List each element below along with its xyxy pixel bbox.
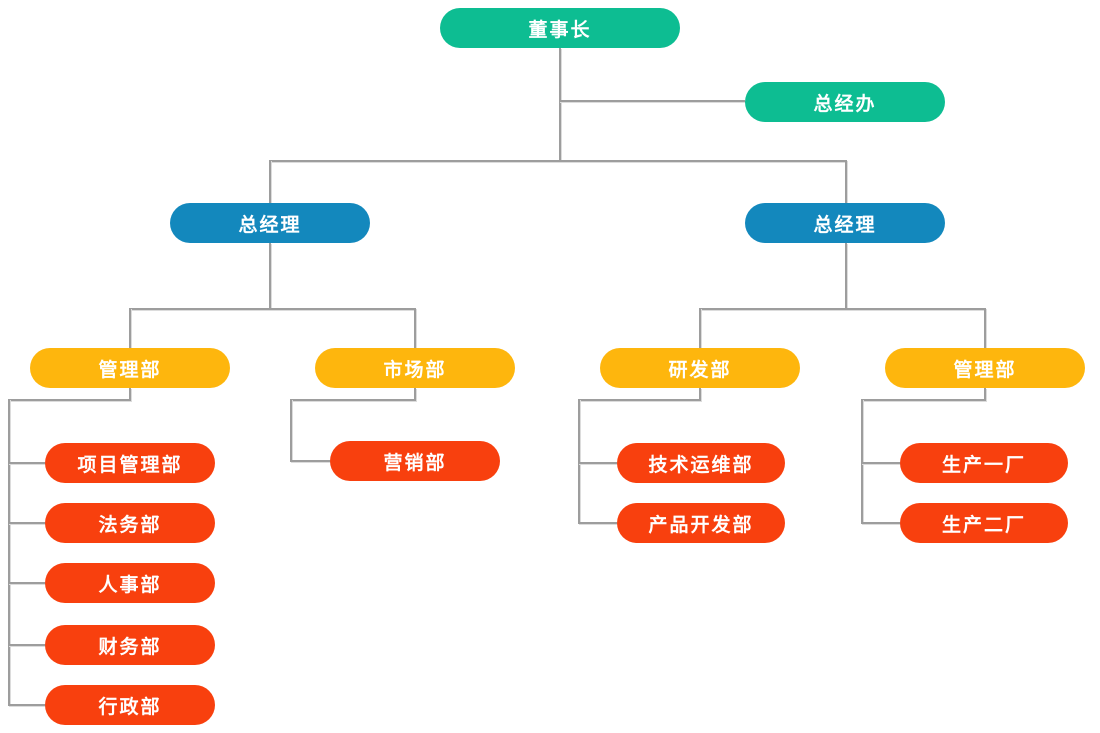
connector-mgmt-right-rail — [861, 399, 863, 523]
connector-rnd-elbow — [578, 399, 701, 401]
connector-gm-right-drop — [845, 160, 847, 203]
node-plant1: 生产一厂 — [900, 443, 1068, 483]
node-gm-office: 总经办 — [745, 82, 945, 122]
connector-chairman-trunk — [559, 48, 561, 160]
connector-market-stub — [414, 388, 416, 399]
connector-legal-stub — [8, 522, 45, 524]
connector-plant1-stub — [861, 462, 900, 464]
node-chairman: 董事长 — [440, 8, 680, 48]
connector-gm-left-drop — [269, 160, 271, 203]
connector-market-rail — [290, 399, 292, 460]
node-gm-right: 总经理 — [745, 203, 945, 243]
node-mgmt-left: 管理部 — [30, 348, 230, 388]
connector-rnd-drop — [699, 308, 701, 348]
node-admin: 行政部 — [45, 685, 215, 725]
connector-mgmt-left-stub — [129, 388, 131, 399]
node-gm-left: 总经理 — [170, 203, 370, 243]
connector-gm-left-trunk — [269, 243, 271, 308]
connector-mgmt-left-rail — [8, 399, 10, 705]
connector-tech-ops-stub — [578, 462, 617, 464]
connector-market-drop — [414, 308, 416, 348]
node-plant2: 生产二厂 — [900, 503, 1068, 543]
connector-left-tier — [129, 308, 416, 310]
connector-right-tier — [699, 308, 986, 310]
node-mgmt-right: 管理部 — [885, 348, 1085, 388]
connector-mgmt-left-drop — [129, 308, 131, 348]
connector-project-mgmt-stub — [8, 462, 45, 464]
connector-gm-office-branch — [559, 100, 745, 102]
connector-rnd-rail — [578, 399, 580, 523]
connector-mgmt-right-drop — [984, 308, 986, 348]
connector-admin-stub — [8, 704, 45, 706]
connector-hr-stub — [8, 582, 45, 584]
connector-mgmt-right-stub — [984, 388, 986, 399]
connector-market-elbow — [290, 399, 416, 401]
node-product-dev: 产品开发部 — [617, 503, 785, 543]
connector-main-tier — [269, 160, 847, 162]
node-market: 市场部 — [315, 348, 515, 388]
connector-gm-right-trunk — [845, 243, 847, 308]
node-legal: 法务部 — [45, 503, 215, 543]
node-hr: 人事部 — [45, 563, 215, 603]
node-tech-ops: 技术运维部 — [617, 443, 785, 483]
connector-rnd-stub — [699, 388, 701, 399]
connector-mgmt-left-elbow — [8, 399, 131, 401]
connector-plant2-stub — [861, 522, 900, 524]
node-project-mgmt: 项目管理部 — [45, 443, 215, 483]
node-rnd: 研发部 — [600, 348, 800, 388]
node-sales: 营销部 — [330, 441, 500, 481]
connector-finance-stub — [8, 644, 45, 646]
connector-mgmt-right-elbow — [861, 399, 986, 401]
connector-product-dev-stub — [578, 522, 617, 524]
node-finance: 财务部 — [45, 625, 215, 665]
connector-sales-stub — [290, 460, 330, 462]
